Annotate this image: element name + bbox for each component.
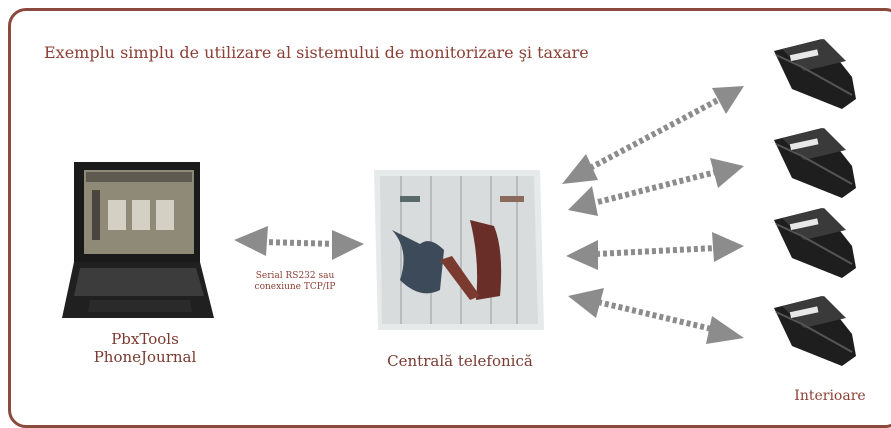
computer-label: PbxTools PhoneJournal bbox=[70, 330, 220, 366]
diagram-canvas bbox=[62, 38, 857, 367]
connection-label-line2: conexiune TCP/IP bbox=[254, 282, 336, 292]
connection-label: Serial RS232 sau conexiune TCP/IP bbox=[230, 271, 360, 293]
laptop-icon bbox=[62, 162, 214, 318]
diagram-title: Exemplu simplu de utilizare al sistemulu… bbox=[44, 43, 589, 62]
arrow-pbx-phone-1 bbox=[562, 86, 744, 184]
arrow-pbx-phone-2 bbox=[568, 158, 744, 216]
arrow-pbx-phone-4 bbox=[568, 288, 744, 344]
computer-label-line2: PhoneJournal bbox=[93, 348, 197, 366]
computer-label-line1: PbxTools bbox=[111, 330, 179, 348]
arrow-laptop-pbx bbox=[234, 226, 364, 260]
connection-arrows bbox=[234, 86, 744, 344]
pbx-cabinet-icon bbox=[374, 170, 544, 330]
connection-label-line1: Serial RS232 sau bbox=[255, 271, 335, 281]
extensions-label: Interioare bbox=[794, 388, 866, 404]
arrow-pbx-phone-3 bbox=[566, 232, 744, 270]
telephone-icon bbox=[773, 38, 857, 367]
pbx-label: Centrală telefonică bbox=[387, 352, 533, 370]
